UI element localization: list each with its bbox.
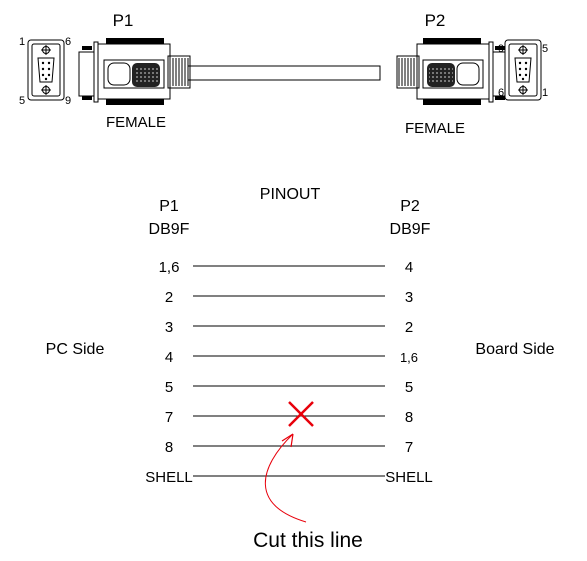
p2-pin-bottom-right: 1 — [542, 87, 548, 99]
right-header: P2 — [400, 198, 420, 215]
right-pin-3: 1,6 — [400, 350, 418, 365]
p1-pin-top-right: 6 — [65, 36, 71, 48]
p2-connector — [396, 38, 509, 105]
p1-face-view — [27, 39, 65, 101]
right-pin-5: 8 — [405, 409, 413, 426]
left-pin-5: 7 — [165, 409, 173, 426]
p1-pin-bottom-right: 9 — [65, 95, 71, 107]
left-pin-6: 8 — [165, 439, 173, 456]
arrow-head — [281, 433, 294, 448]
p1-pin-bottom-left: 5 — [19, 95, 25, 107]
right-subheader: DB9F — [390, 221, 431, 238]
cable-body — [187, 65, 381, 81]
right-pin-7: SHELL — [385, 469, 433, 486]
right-pin-1: 3 — [405, 289, 413, 306]
p2-label: P2 — [425, 11, 446, 30]
pinout-title: PINOUT — [260, 186, 321, 203]
cable-illustration: P1 P2 FEMALE FEMALE 1 6 5 9 9 5 6 1 — [19, 11, 548, 137]
p1-pin-top-left: 1 — [19, 36, 25, 48]
left-pin-0: 1,6 — [159, 259, 180, 276]
pc-side-label: PC Side — [46, 341, 105, 358]
p2-pin-bottom-left: 6 — [498, 87, 504, 99]
left-pin-1: 2 — [165, 289, 173, 306]
left-pin-3: 4 — [165, 349, 173, 366]
left-subheader: DB9F — [149, 221, 190, 238]
pinout-table: PINOUT P1 DB9F P2 DB9F PC Side Board Sid… — [46, 186, 555, 552]
cut-annotation-text: Cut this line — [253, 529, 363, 552]
board-side-label: Board Side — [475, 341, 554, 358]
left-header: P1 — [159, 198, 179, 215]
left-pin-2: 3 — [165, 319, 173, 336]
cut-mark-stroke-2 — [288, 401, 314, 427]
cut-marker: Cut this line — [253, 401, 363, 552]
right-pin-6: 7 — [405, 439, 413, 456]
p2-pin-top-right: 5 — [542, 43, 548, 55]
p2-pin-top-left: 9 — [498, 43, 504, 55]
p1-label: P1 — [113, 11, 134, 30]
left-pin-4: 5 — [165, 379, 173, 396]
p2-face-view — [504, 39, 542, 101]
left-pin-7: SHELL — [145, 469, 193, 486]
p1-gender-label: FEMALE — [106, 114, 166, 131]
right-pin-0: 4 — [405, 259, 413, 276]
right-pin-2: 2 — [405, 319, 413, 336]
annotation-arrow — [264, 433, 307, 523]
right-pin-4: 5 — [405, 379, 413, 396]
p2-gender-label: FEMALE — [405, 120, 465, 137]
p1-connector — [78, 38, 191, 105]
